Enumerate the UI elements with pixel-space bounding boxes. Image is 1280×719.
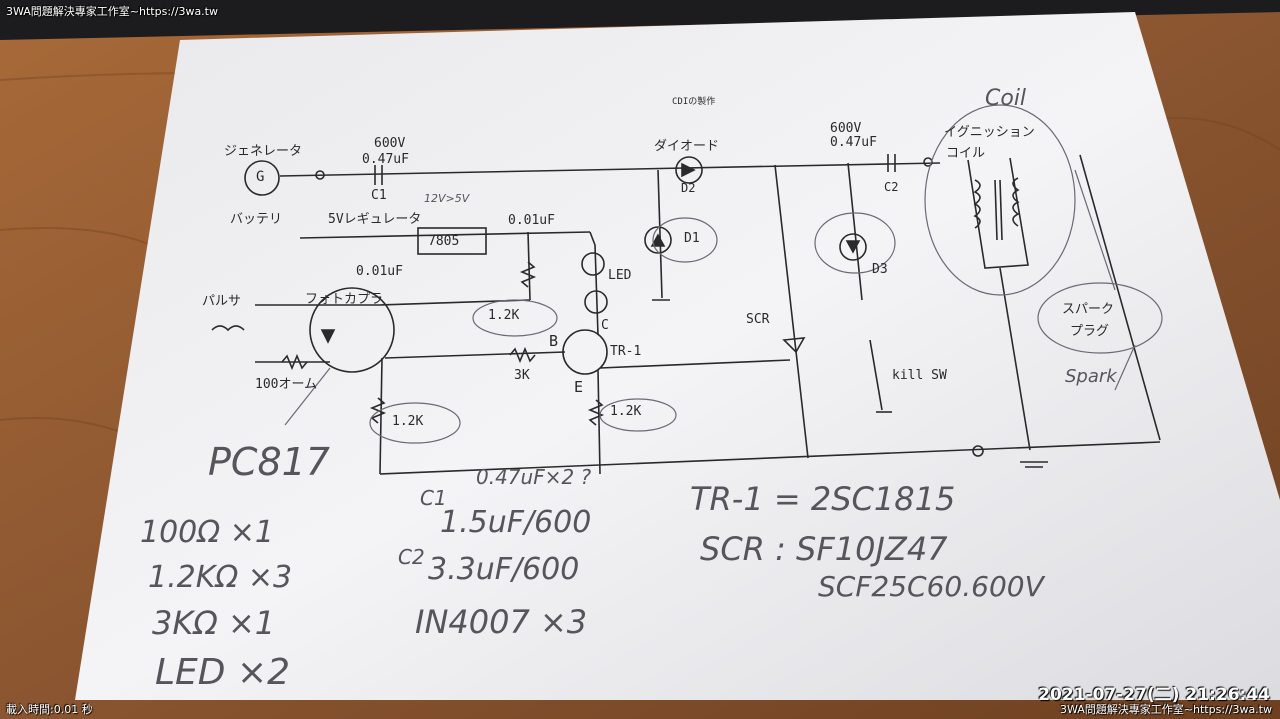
note-transistor: TR-1 = 2SC1815 <box>690 480 956 518</box>
note-c2-value: 3.3uF/600 <box>428 552 580 587</box>
spark-plug-label-1: スパーク <box>1062 302 1115 317</box>
spark-plug-label-2: プラグ <box>1070 324 1110 339</box>
note-c2: C2 <box>398 545 425 569</box>
paper-sheet <box>75 12 1280 700</box>
note-diodes: IN4007 ×3 <box>415 603 588 641</box>
resistor-3k-label: 3K <box>514 368 530 383</box>
components <box>211 154 1048 468</box>
photo-timestamp: 2021-07-27(二) 21:26:44 <box>1038 685 1270 705</box>
note-c1-value: 1.5uF/600 <box>440 505 592 540</box>
transistor-label: TR-1 <box>610 344 642 359</box>
note-spark: Spark <box>1065 366 1117 387</box>
d2-label: D2 <box>681 181 696 195</box>
ignition-label-1: イグニッション <box>944 125 1035 140</box>
note-coil: Coil <box>985 86 1027 111</box>
resistor-1k2-left-label: 1.2K <box>392 414 424 429</box>
sheet-title: CDIの製作 <box>672 97 716 107</box>
photocoupler-label: フォトカプラ <box>305 292 384 307</box>
d3-label: D3 <box>872 262 888 277</box>
monitor-edge <box>0 0 1280 40</box>
note-scr-2: SCF25C60.600V <box>818 570 1044 603</box>
note-res-100: 100Ω ×1 <box>140 515 274 550</box>
c1-voltage: 600V <box>374 136 406 151</box>
led-label: LED <box>608 268 632 283</box>
pin-c-label: C <box>601 318 609 333</box>
c2-name: C2 <box>884 180 899 194</box>
c2-value: 0.47uF <box>830 135 877 150</box>
watermark-top: 3WA問題解決專家工作室~https://3wa.tw <box>6 5 218 18</box>
c1-name: C1 <box>371 188 387 203</box>
d1-label: D1 <box>684 231 700 246</box>
regulator-label: 5Vレギュレータ <box>328 212 422 227</box>
kill-switch-label: kill SW <box>892 368 947 383</box>
ignition-label-2: コイル <box>946 146 986 161</box>
watermark-bottom: 3WA問題解決專家工作室~https://3wa.tw <box>1060 703 1272 716</box>
pulser-label: パルサ <box>202 294 242 309</box>
c1-value: 0.47uF <box>362 152 409 167</box>
circuit-lines <box>255 154 1161 475</box>
pin-e-label: E <box>574 378 584 396</box>
c2-voltage: 600V <box>830 121 862 136</box>
resistor-1k2-emitter-label: 1.2K <box>610 404 642 419</box>
note-pc817: PC817 <box>208 440 330 484</box>
cap-in-label: 0.01uF <box>356 264 403 279</box>
load-time: 載入時間:0.01 秒 <box>6 703 93 716</box>
note-res-1k2: 1.2KΩ ×3 <box>148 560 293 595</box>
generator-symbol: G <box>256 169 265 185</box>
resistor-1k2-upper-label: 1.2K <box>488 308 520 323</box>
note-led: LED ×2 <box>155 652 291 693</box>
resistor-100-label: 100オーム <box>255 377 318 392</box>
note-res-3k: 3KΩ ×1 <box>152 604 276 642</box>
cap-out-label: 0.01uF <box>508 213 555 228</box>
pin-b-label: B <box>549 332 559 350</box>
note-scr-1: SCR : SF10JZ47 <box>700 530 948 568</box>
note-capacitor: 0.47uF×2 ? <box>476 465 592 489</box>
battery-label: バッテリ <box>230 212 283 227</box>
note-c1: C1 <box>420 486 447 510</box>
note-voltage: 12V>5V <box>424 192 470 205</box>
diode-label: ダイオード <box>654 139 720 154</box>
regulator-chip: 7805 <box>428 234 460 249</box>
generator-label: ジェネレータ <box>224 144 303 159</box>
pencil-annotations <box>284 104 1163 444</box>
scr-label: SCR <box>746 312 770 327</box>
